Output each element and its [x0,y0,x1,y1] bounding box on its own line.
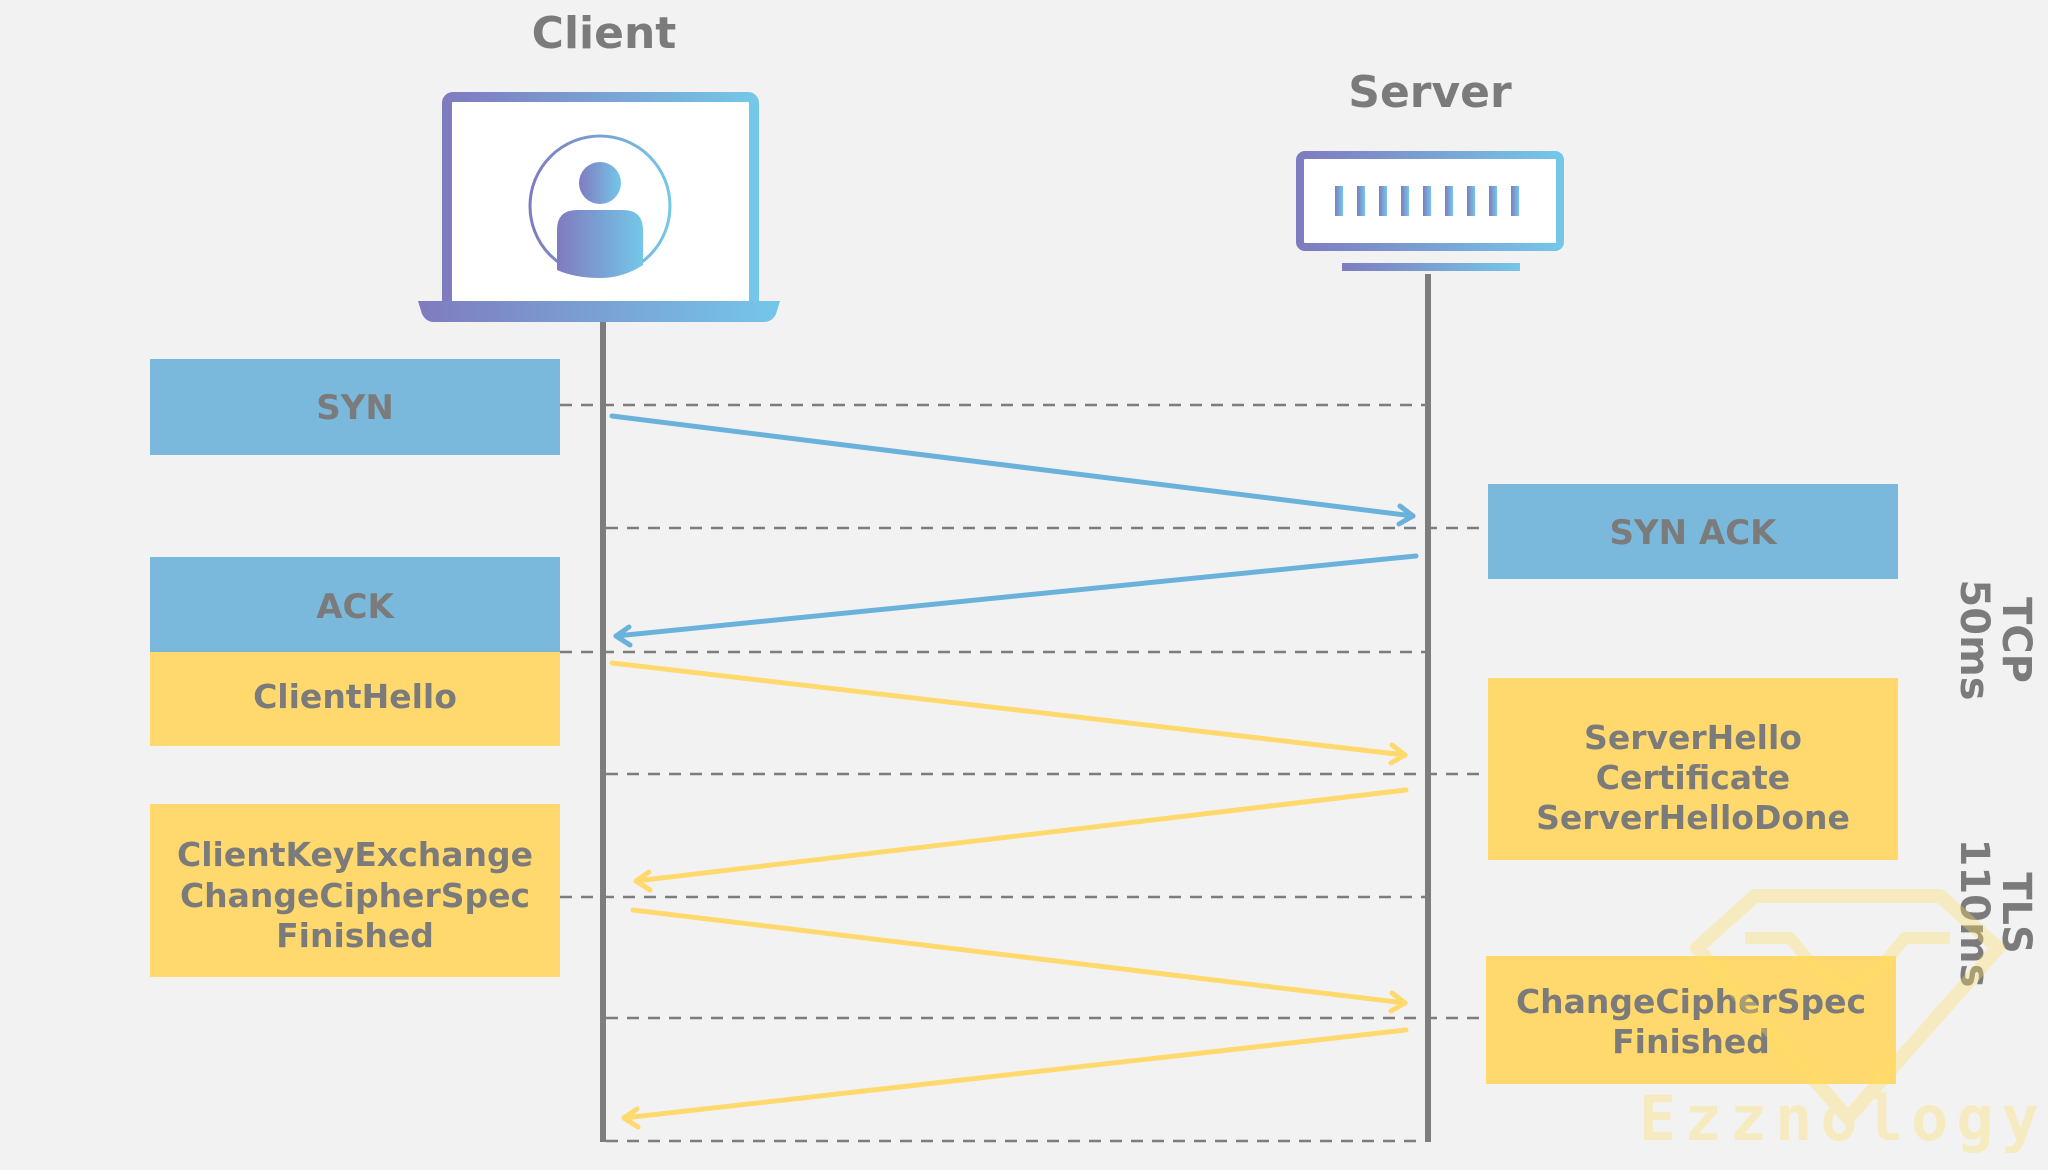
arrow-syn-ack [613,553,1419,648]
client-finished-label: Finished [276,916,434,955]
tcp-timing-label: TCP 50ms [1951,579,2039,700]
arrow-client-key-exchange [630,907,1408,1014]
svg-text:50ms: 50ms [1951,579,1997,700]
server-hello-done-label: ServerHelloDone [1536,798,1850,837]
watermark-logo: Ezznology [1639,889,2047,1155]
syn-message-box: SYN [150,359,560,455]
arrow-server-finished [621,1027,1409,1130]
arrow-server-hello [633,787,1409,893]
laptop-icon [418,92,780,322]
syn-ack-label: SYN ACK [1609,513,1778,553]
client-title: Client [532,8,677,59]
arrow-client-hello [609,660,1408,766]
server-finished-box: ChangeCipherSpec Finished [1486,956,1896,1084]
server-hello-box: ServerHello Certificate ServerHelloDone [1488,678,1898,860]
syn-ack-message-box: SYN ACK [1488,484,1898,579]
svg-text:TCP: TCP [1993,597,2039,683]
user-avatar-icon [528,134,672,278]
client-hello-label: ClientHello [253,677,457,716]
server-icon [1296,151,1564,271]
ack-label: ACK [316,587,395,627]
svg-text:110ms: 110ms [1951,839,1997,988]
dashed-guides [560,403,1485,1143]
server-finished-label: Finished [1612,1022,1770,1061]
certificate-label: Certificate [1596,758,1790,797]
client-key-exchange-label: ClientKeyExchange [177,835,533,874]
server-change-cipher-spec-label: ChangeCipherSpec [1516,982,1866,1021]
server-title: Server [1348,67,1512,118]
arrow-syn [609,413,1416,527]
syn-label: SYN [316,388,394,428]
watermark-text: Ezznology [1639,1082,2047,1155]
svg-text:TLS: TLS [1993,872,2039,954]
client-key-exchange-box: ClientKeyExchange ChangeCipherSpec Finis… [150,804,560,977]
client-change-cipher-spec-label: ChangeCipherSpec [180,876,530,915]
client-hello-message-box: ClientHello [150,652,560,746]
ack-message-box: ACK [150,557,560,652]
server-hello-label: ServerHello [1584,718,1802,757]
tls-timing-label: TLS 110ms [1951,839,2039,988]
